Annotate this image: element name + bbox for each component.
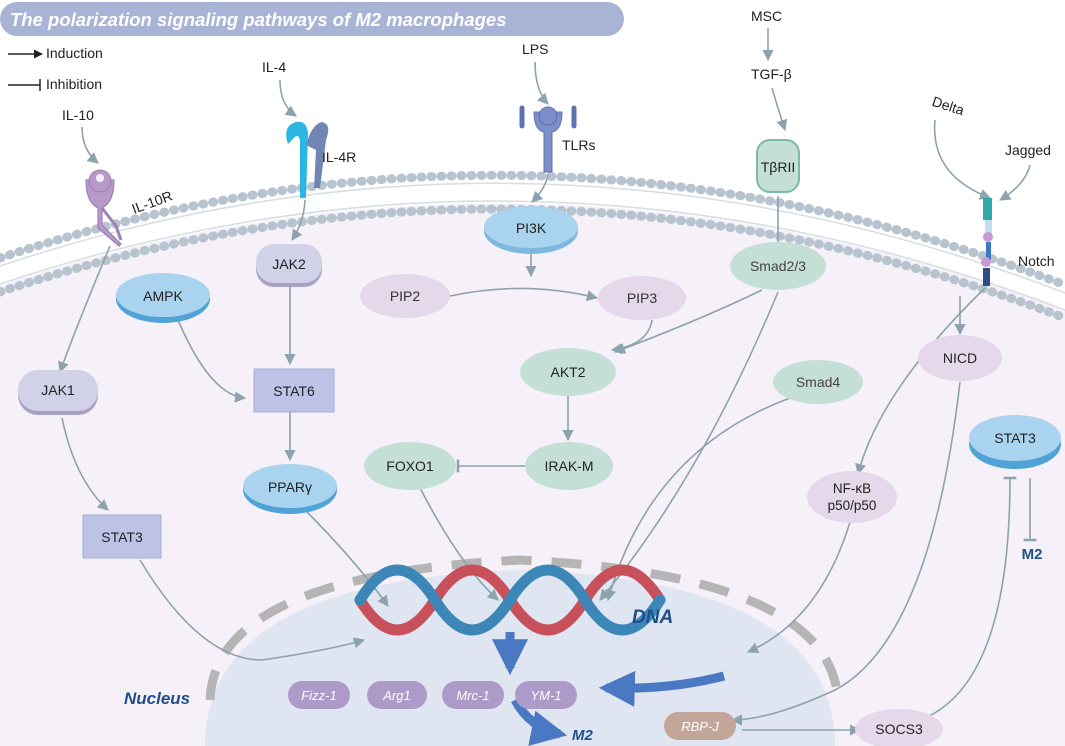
node-jak2: JAK2 — [272, 256, 306, 272]
arrow-notch-nfkb — [855, 287, 986, 476]
node-stat3-left: STAT3 — [101, 529, 143, 545]
node-stat6: STAT6 — [273, 383, 315, 399]
node-irakm: IRAK-M — [545, 458, 594, 474]
tlrs-receptor: TLRs — [519, 105, 595, 173]
tbrii-receptor: TβRII — [756, 139, 800, 193]
gene-mrc1: Mrc-1 — [456, 688, 489, 703]
gene-fizz1: Fizz-1 — [301, 688, 336, 703]
node-nfkb-line1: NF-κB — [833, 481, 871, 496]
nucleus-label: Nucleus — [124, 689, 190, 708]
il4r-receptor: IL-4R — [286, 121, 356, 198]
node-nfkb-line2: p50/p50 — [828, 498, 877, 513]
arrow-smad23-akt2 — [613, 289, 763, 354]
inhibit-socs3-stat3 — [924, 476, 1017, 719]
node-pip3: PIP3 — [627, 290, 658, 306]
arrow-smad4-dna — [605, 397, 791, 602]
gene-ym1: YM-1 — [530, 688, 561, 703]
arrow-foxo1-dna — [419, 487, 499, 601]
arrow-pparg-dna — [304, 509, 389, 607]
receptor-tbrii: TβRII — [761, 159, 796, 175]
arrow-il10r-jak1 — [58, 245, 111, 374]
node-jak1: JAK1 — [41, 382, 75, 398]
receptor-il4r: IL-4R — [322, 149, 356, 165]
node-nicd: NICD — [943, 350, 977, 366]
node-akt2: AKT2 — [550, 364, 585, 380]
arrow-stat3-dna — [139, 559, 366, 661]
socs3: SOCS3 — [875, 721, 923, 737]
notch-receptor: Notch — [981, 198, 1055, 286]
node-pip2: PIP2 — [390, 288, 421, 304]
node-smad23: Smad2/3 — [750, 258, 806, 274]
ligand-il10: IL-10 — [62, 107, 94, 123]
gene-arg1: Arg1 — [382, 688, 410, 703]
arrow-nfkb-genes — [746, 521, 851, 654]
title-banner: The polarization signaling pathways of M… — [0, 2, 624, 36]
rbpj: RBP-J — [681, 719, 719, 734]
dna-label: DNA — [632, 607, 673, 628]
legend: Induction Inhibition — [8, 45, 103, 92]
arrow-il4r-jak2 — [291, 199, 306, 241]
nodes: PI3K JAK2 AMPK PIP2 PIP3 Smad2/3 JAK1 ST… — [18, 206, 1061, 563]
ligand-tgfb: TGF-β — [751, 66, 792, 82]
nucleus-m2: M2 — [572, 727, 593, 744]
ligand-msc: MSC — [751, 8, 782, 24]
receptor-tlrs: TLRs — [562, 137, 595, 153]
node-m2-right: M2 — [1022, 546, 1043, 563]
title: The polarization signaling pathways of M… — [10, 9, 507, 30]
nucleus-content: Nucleus Fizz-1 Arg1 Mrc-1 YM-1 M2 RBP-J … — [124, 681, 943, 746]
node-ampk: AMPK — [143, 288, 183, 304]
node-smad4: Smad4 — [796, 374, 841, 390]
nucleus-blue-arrows — [492, 632, 726, 746]
legend-inhibition: Inhibition — [46, 76, 102, 92]
arrow-ampk-stat6 — [177, 319, 247, 403]
arrow-pip2-pip3 — [449, 287, 599, 301]
legend-induction: Induction — [46, 45, 103, 61]
ligand-il4: IL-4 — [262, 59, 286, 75]
arrow-nicd-rbpj — [730, 381, 961, 726]
arrow-jak1-stat3 — [61, 417, 109, 511]
receptor-notch: Notch — [1018, 253, 1055, 269]
node-stat3-right: STAT3 — [994, 430, 1036, 446]
dna-helix: DNA — [354, 564, 673, 636]
node-pparg: PPARγ — [268, 479, 312, 495]
il10r-receptor: IL-10R — [85, 169, 175, 247]
ligand-delta: Delta — [930, 93, 966, 118]
ligand-lps: LPS — [522, 41, 548, 57]
node-foxo1: FOXO1 — [386, 458, 434, 474]
arrow-tlrs-pi3k — [531, 173, 549, 203]
ligand-jagged: Jagged — [1005, 142, 1051, 158]
node-pi3k: PI3K — [516, 220, 547, 236]
